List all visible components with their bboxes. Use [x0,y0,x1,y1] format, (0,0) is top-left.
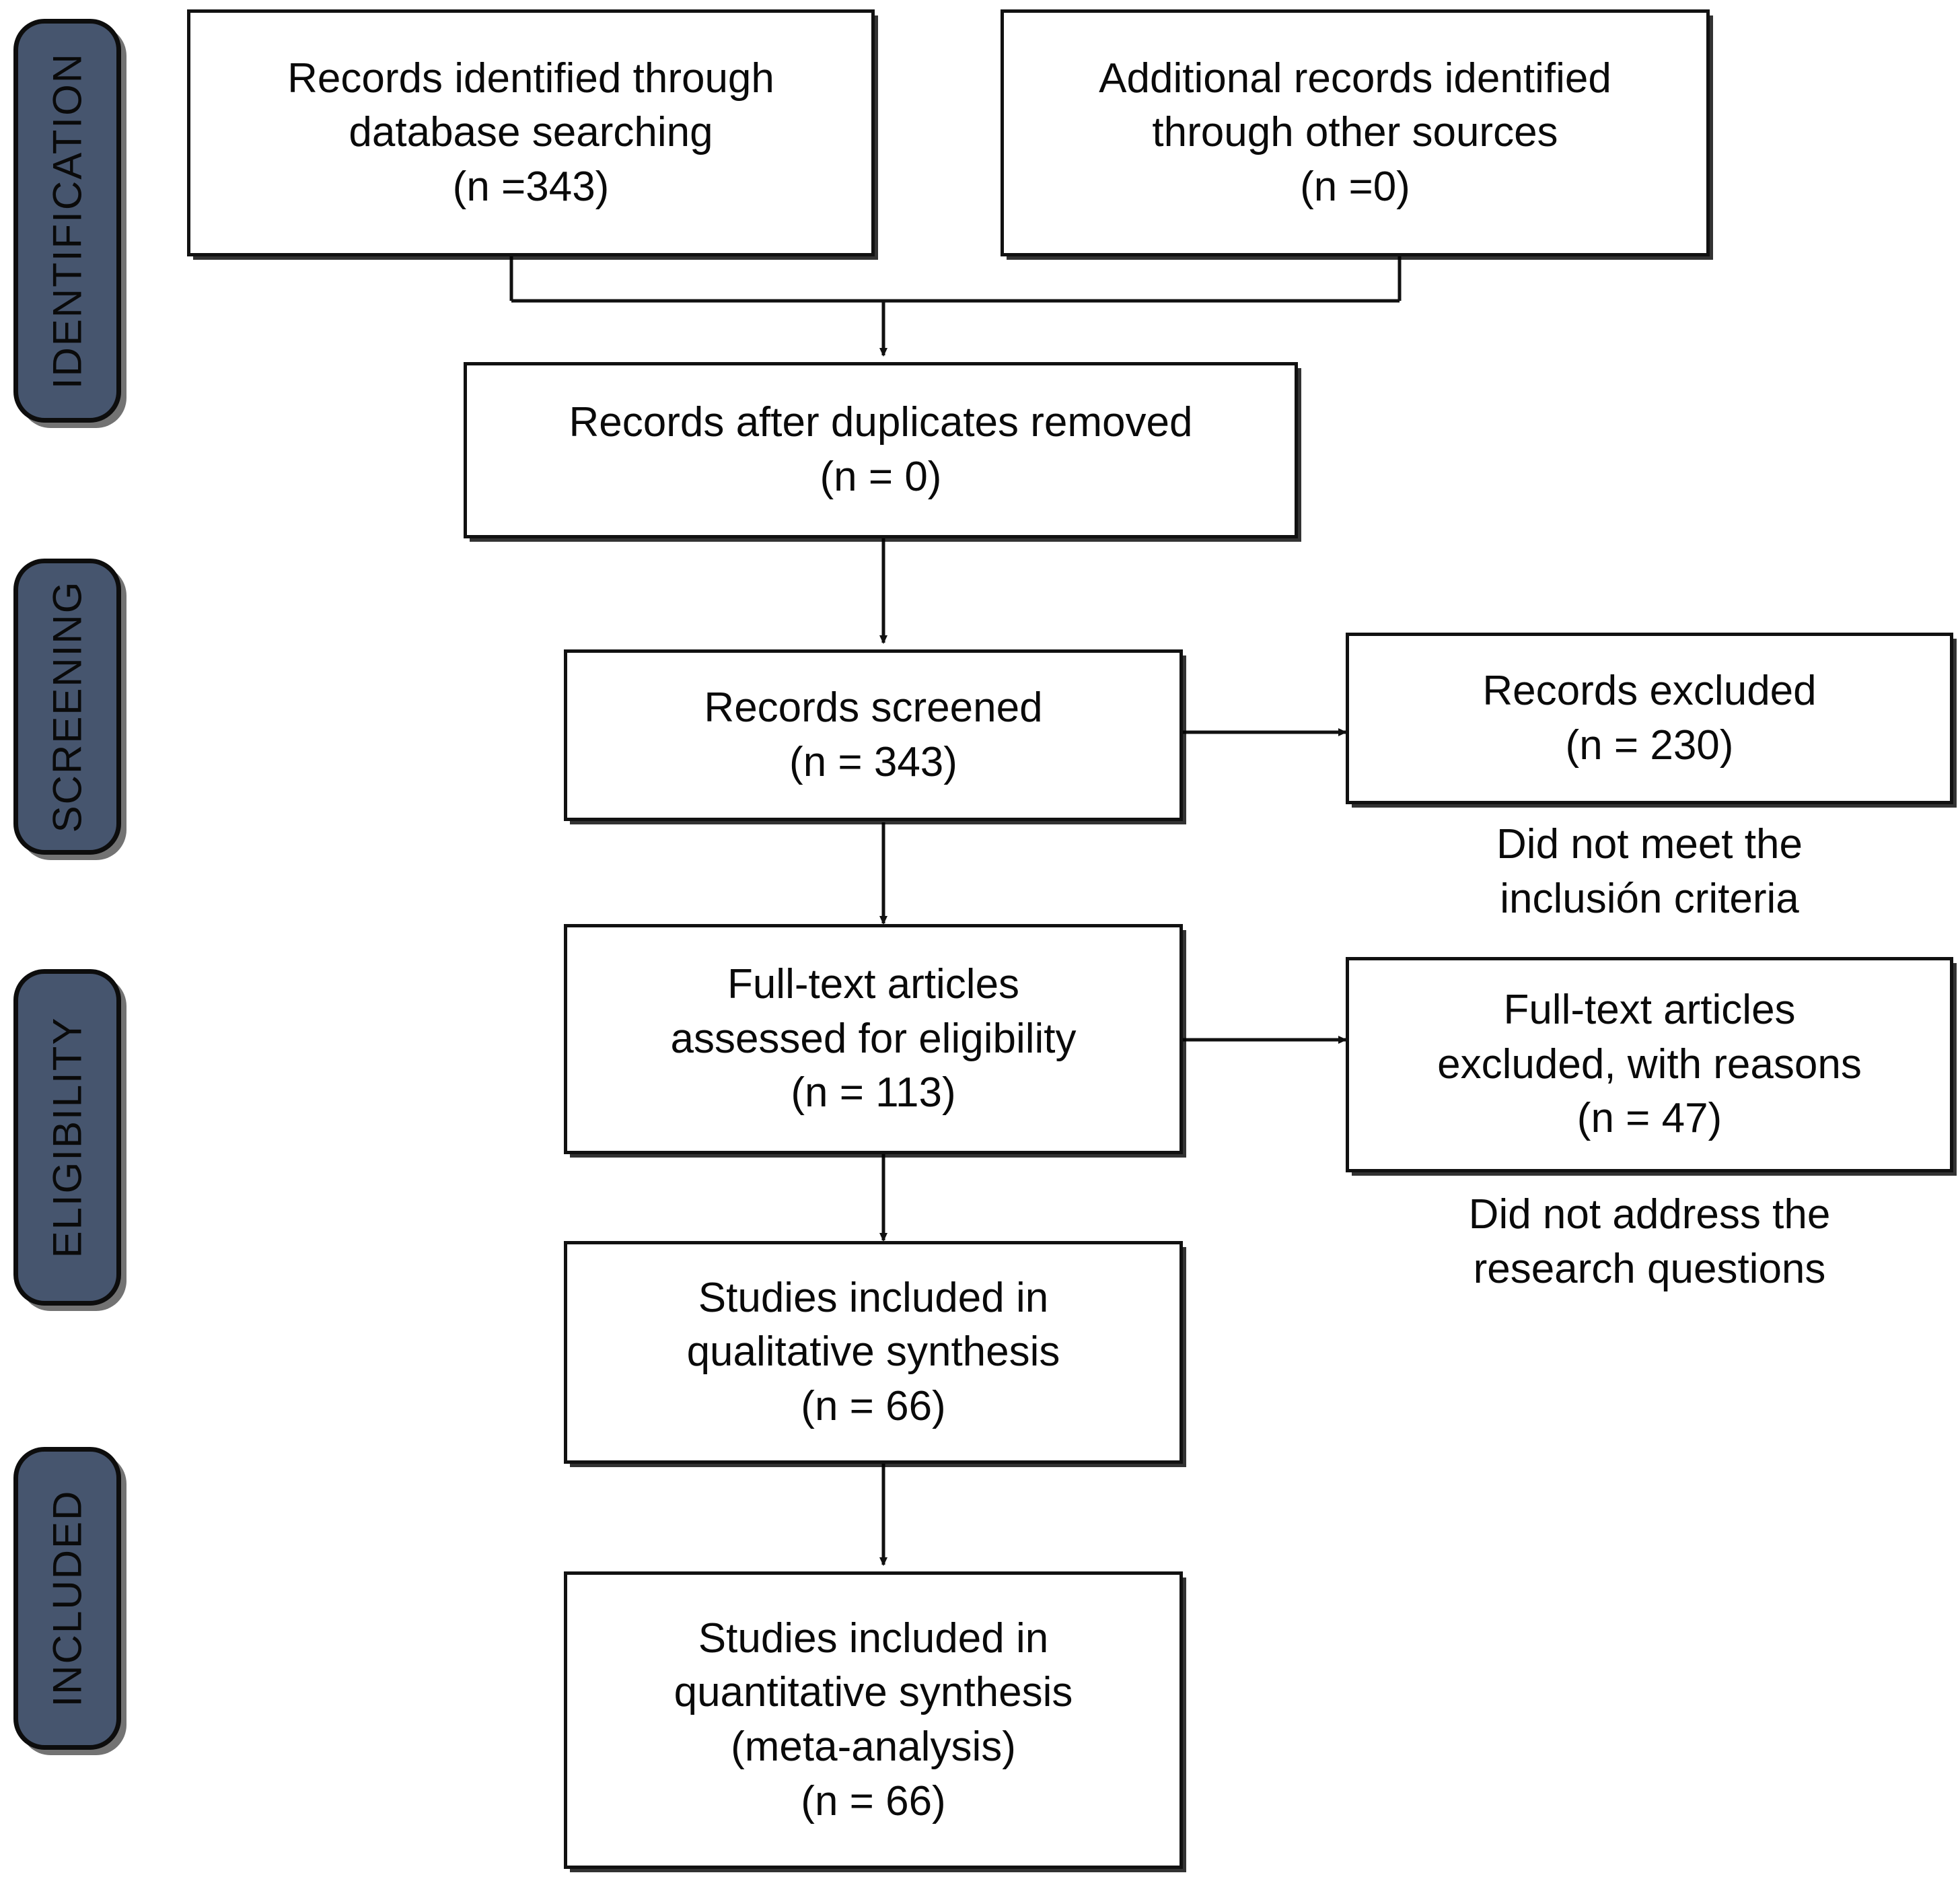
box-line: Records identified through [287,55,774,102]
box-line: assessed for eligibility [670,1015,1077,1062]
box-line: Records excluded [1482,667,1817,714]
caption-line: research questions [1473,1245,1826,1292]
box-line: excluded, with reasons [1437,1040,1862,1088]
box-line: Records screened [704,684,1043,731]
box-line: quantitative synthesis [674,1669,1073,1716]
box-line: (n = 66) [801,1382,946,1429]
box-line: (n = 343) [789,738,957,785]
stage-pill-eligibility: ELIGIBILITY [13,969,121,1306]
box-line: (n = 230) [1565,721,1734,769]
box-studies-included-quantitative: Studies included in quantitative synthes… [564,1571,1183,1869]
box-records-excluded: Records excluded (n = 230) [1346,633,1953,804]
box-line: (n =0) [1300,163,1410,210]
box-line: Additional records identified [1099,55,1611,102]
box-additional-records-other-sources: Additional records identified through ot… [1001,9,1710,256]
box-studies-included-qualitative: Studies included in qualitative synthesi… [564,1241,1183,1464]
stage-pill-screening: SCREENING [13,559,121,855]
box-fulltext-articles-excluded: Full-text articles excluded, with reason… [1346,957,1953,1172]
stage-pill-included: INCLUDED [13,1447,121,1750]
caption-screening-exclusion-reason: Did not meet the inclusión criteria [1346,818,1953,926]
box-records-identified-database: Records identified through database sear… [187,9,875,256]
box-line: Full-text articles [1503,987,1796,1034]
stage-label-included: INCLUDED [44,1489,90,1707]
box-records-after-duplicates-removed: Records after duplicates removed (n = 0) [464,362,1298,538]
box-line: (n = 113) [791,1069,956,1116]
box-line: Full-text articles [727,961,1020,1008]
stage-label-eligibility: ELIGIBILITY [44,1016,90,1258]
box-line: through other sources [1152,109,1558,156]
box-line: (n = 47) [1576,1095,1722,1142]
connector-identification-merge [509,256,1402,357]
box-fulltext-articles-assessed: Full-text articles assessed for eligibil… [564,924,1183,1154]
stage-pill-identification: IDENTIFICATION [13,19,121,423]
box-line: qualitative synthesis [686,1328,1060,1376]
box-line: Records after duplicates removed [569,399,1193,446]
caption-line: Did not address the [1468,1191,1831,1238]
box-line: (n = 0) [820,454,942,500]
caption-line: inclusión criteria [1500,875,1799,922]
box-records-screened: Records screened (n = 343) [564,649,1183,821]
stage-label-identification: IDENTIFICATION [44,52,90,390]
caption-eligibility-exclusion-reason: Did not address the research questions [1346,1188,1953,1296]
stage-label-screening: SCREENING [44,580,90,833]
box-line: Studies included in [698,1274,1049,1321]
box-line: (n =343) [452,163,610,210]
caption-line: Did not meet the [1496,821,1803,867]
box-line: (meta-analysis) [731,1724,1016,1770]
box-line: (n = 66) [801,1777,946,1824]
box-line: Studies included in [698,1615,1049,1662]
box-line: database searching [349,109,713,156]
